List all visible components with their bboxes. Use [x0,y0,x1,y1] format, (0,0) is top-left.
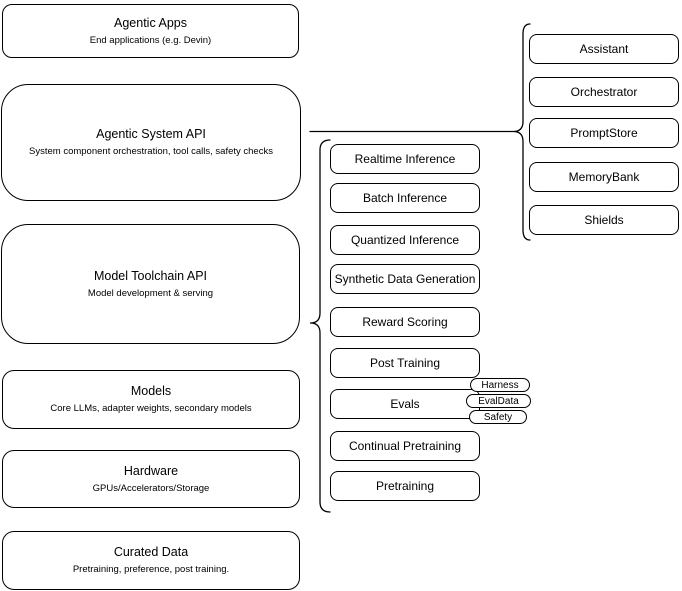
node-continual-pretraining: Continual Pretraining [330,431,480,461]
tag-harness: Harness [470,378,530,392]
node-subtitle: GPUs/Accelerators/Storage [92,482,210,494]
node-subtitle: Model development & serving [87,287,214,299]
node-agentic-apps: Agentic Apps End applications (e.g. Devi… [2,4,299,58]
node-evals: Evals [330,389,480,419]
toolchain-components-brace [309,139,331,513]
node-realtime-inference: Realtime Inference [330,144,480,174]
node-model-toolchain-api: Model Toolchain API Model development & … [1,224,300,344]
node-assistant: Assistant [529,34,679,64]
node-agentic-system-api: Agentic System API System component orch… [1,84,301,201]
node-quantized-inference: Quantized Inference [330,225,480,255]
system-components-brace [512,23,531,241]
node-subtitle: System component orchestration, tool cal… [29,146,273,157]
node-promptstore: PromptStore [529,118,679,148]
node-title: Curated Data [113,545,189,559]
node-orchestrator: Orchestrator [529,77,679,107]
node-title: Model Toolchain API [93,268,208,283]
node-title: Agentic Apps [114,15,187,30]
tag-safety: Safety [469,410,527,424]
node-memorybank: MemoryBank [529,162,679,192]
node-pretraining: Pretraining [330,471,480,501]
node-title: Agentic System API [96,127,206,141]
node-hardware: Hardware GPUs/Accelerators/Storage [2,450,300,508]
node-models: Models Core LLMs, adapter weights, secon… [2,370,300,429]
node-title: Hardware [123,463,179,478]
node-shields: Shields [529,205,679,235]
tag-evaldata: EvalData [466,394,531,408]
node-reward-scoring: Reward Scoring [330,307,480,337]
node-batch-inference: Batch Inference [330,183,480,213]
node-title: Models [130,384,172,398]
node-subtitle: Core LLMs, adapter weights, secondary mo… [50,403,252,414]
node-synthetic-data-generation: Synthetic Data Generation [330,264,480,294]
node-subtitle: Pretraining, preference, post training. [72,564,230,575]
node-curated-data: Curated Data Pretraining, preference, po… [2,531,300,590]
node-post-training: Post Training [330,348,480,378]
node-subtitle: End applications (e.g. Devin) [89,34,212,46]
